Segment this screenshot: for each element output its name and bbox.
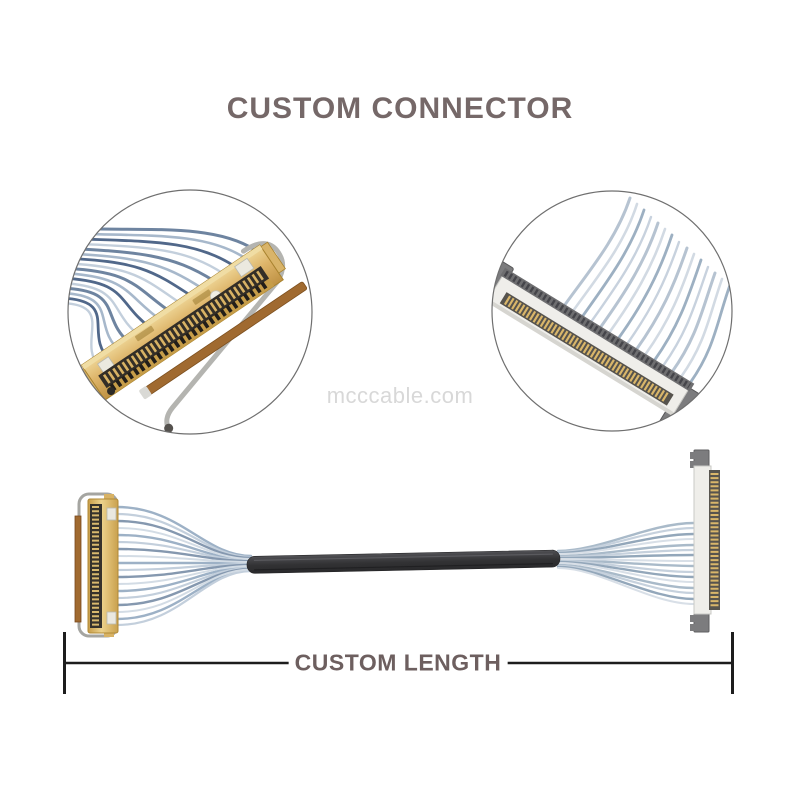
page-title: CUSTOM CONNECTOR bbox=[226, 92, 574, 125]
clip-notch bbox=[690, 461, 695, 468]
clip-notch bbox=[690, 452, 695, 459]
dimension-markup bbox=[63, 632, 734, 694]
stiffener-tip bbox=[139, 386, 152, 400]
silver-connector-closeup bbox=[474, 258, 700, 431]
cable-connector-right bbox=[690, 449, 720, 633]
metal-clip bbox=[106, 507, 117, 521]
cable-assembly bbox=[74, 449, 720, 638]
body-edge bbox=[492, 298, 675, 416]
end-tab bbox=[104, 494, 114, 501]
left-wire-fan bbox=[115, 505, 253, 627]
clip-notch bbox=[690, 624, 695, 631]
slot bbox=[192, 289, 212, 305]
sleeve-shadow bbox=[254, 562, 554, 571]
left-detail-circle bbox=[67, 189, 313, 435]
gold-connector-closeup bbox=[77, 241, 308, 433]
right-wire-fan bbox=[556, 521, 696, 605]
cable-connector-left bbox=[74, 492, 119, 638]
clip-notch bbox=[492, 262, 494, 274]
watermark: mcccable.com bbox=[326, 383, 474, 408]
metal-clip bbox=[106, 611, 117, 625]
clip-notch bbox=[474, 278, 484, 289]
magnifier-circle-border bbox=[67, 189, 313, 435]
clip-notch bbox=[690, 615, 695, 622]
right-detail-circle bbox=[474, 190, 733, 432]
wire-bundle bbox=[562, 196, 732, 385]
connector-body bbox=[693, 465, 712, 615]
braided-sleeve bbox=[246, 549, 561, 574]
bail-tip bbox=[164, 423, 174, 433]
slot bbox=[134, 325, 155, 342]
sleeve-sheen bbox=[253, 553, 553, 561]
crimp-rail bbox=[500, 267, 695, 392]
clip-notch bbox=[678, 416, 689, 428]
rivet bbox=[107, 387, 116, 396]
wire-bundle bbox=[68, 226, 257, 370]
magnifier-circle-border bbox=[491, 190, 733, 432]
end-clip bbox=[693, 611, 710, 633]
custom-length-label: CUSTOM LENGTH bbox=[288, 649, 508, 677]
copper-stiffener bbox=[74, 515, 82, 623]
body-highlight bbox=[81, 244, 263, 370]
metal-clip bbox=[234, 257, 255, 278]
pin-teeth-shadow bbox=[109, 280, 270, 392]
pin-teeth bbox=[503, 295, 670, 403]
crimp-teeth bbox=[503, 270, 691, 389]
